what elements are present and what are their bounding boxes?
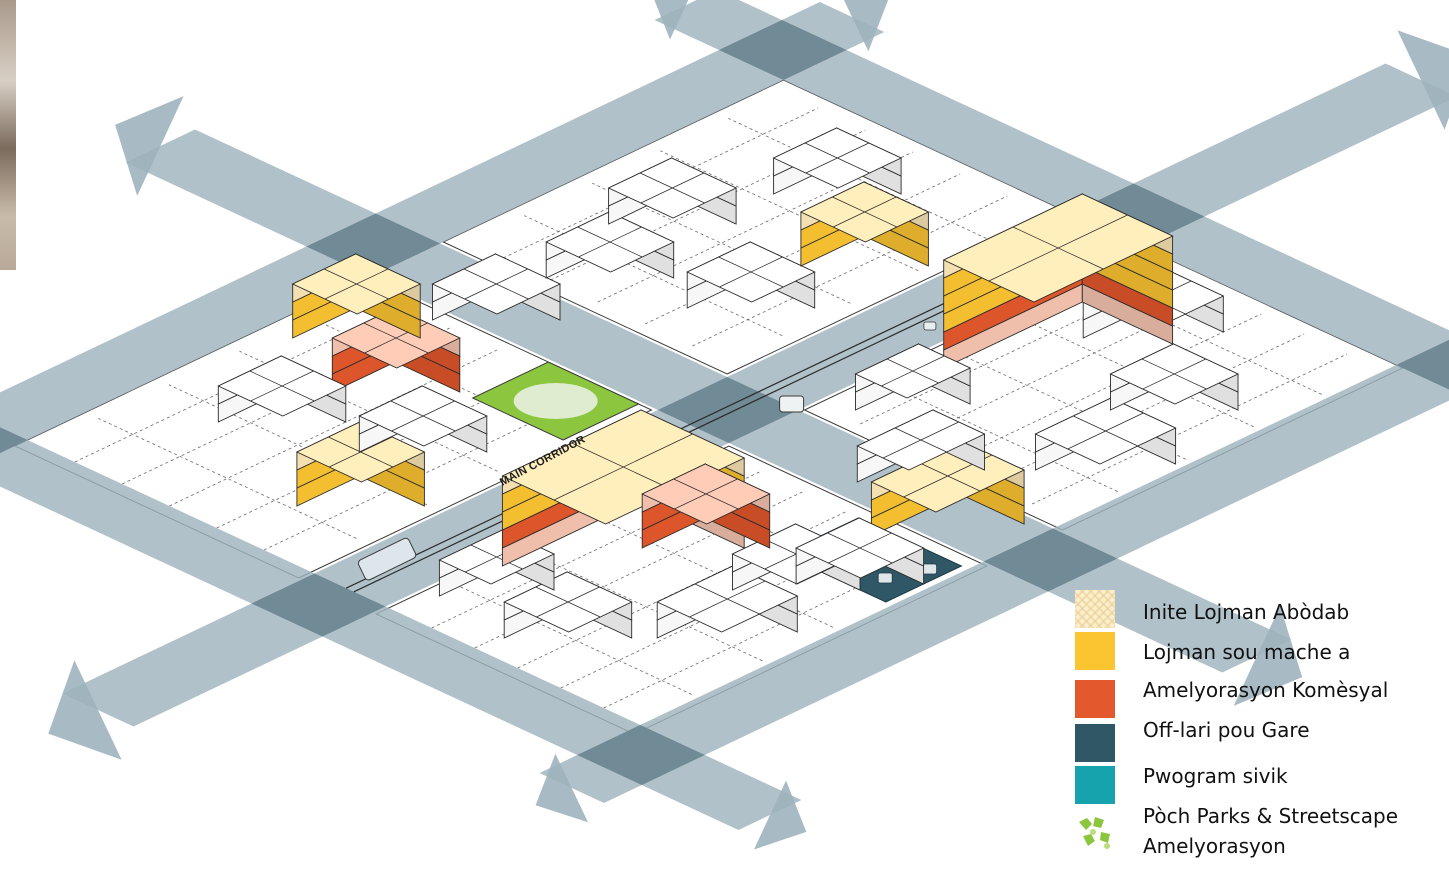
parked-car [878, 573, 892, 583]
parks-swatch [1075, 814, 1115, 852]
parking-swatch [1075, 724, 1115, 762]
legend-label: Off-lari pou Gare [1143, 718, 1310, 742]
car [924, 322, 936, 330]
legend-item-commercial: Amelyorasyon Komèsyal [1075, 680, 1445, 720]
parked-car [923, 564, 937, 574]
legend-label: Pòch Parks & Streetscape [1143, 804, 1398, 828]
van [780, 396, 804, 412]
legend-label-line2: Amelyorasyon [1143, 834, 1286, 858]
legend-item-market: Lojman sou mache a [1075, 632, 1445, 672]
civic-swatch [1075, 766, 1115, 804]
legend-item-affordable: Inite Lojman Abòdab [1075, 590, 1445, 630]
legend-label: Amelyorasyon Komèsyal [1143, 678, 1388, 702]
legend-item-parks: Pòch Parks & Streetscape Amelyorasyon [1075, 810, 1445, 870]
affordable-housing-swatch [1075, 590, 1115, 628]
park-plaza [514, 383, 598, 419]
legend-item-civic: Pwogram sivik [1075, 766, 1445, 806]
market-housing-swatch [1075, 632, 1115, 670]
legend-label: Lojman sou mache a [1143, 640, 1350, 664]
legend-label: Pwogram sivik [1143, 764, 1288, 788]
commercial-swatch [1075, 680, 1115, 718]
legend-label: Inite Lojman Abòdab [1143, 600, 1349, 624]
legend-item-parking: Off-lari pou Gare [1075, 724, 1445, 764]
